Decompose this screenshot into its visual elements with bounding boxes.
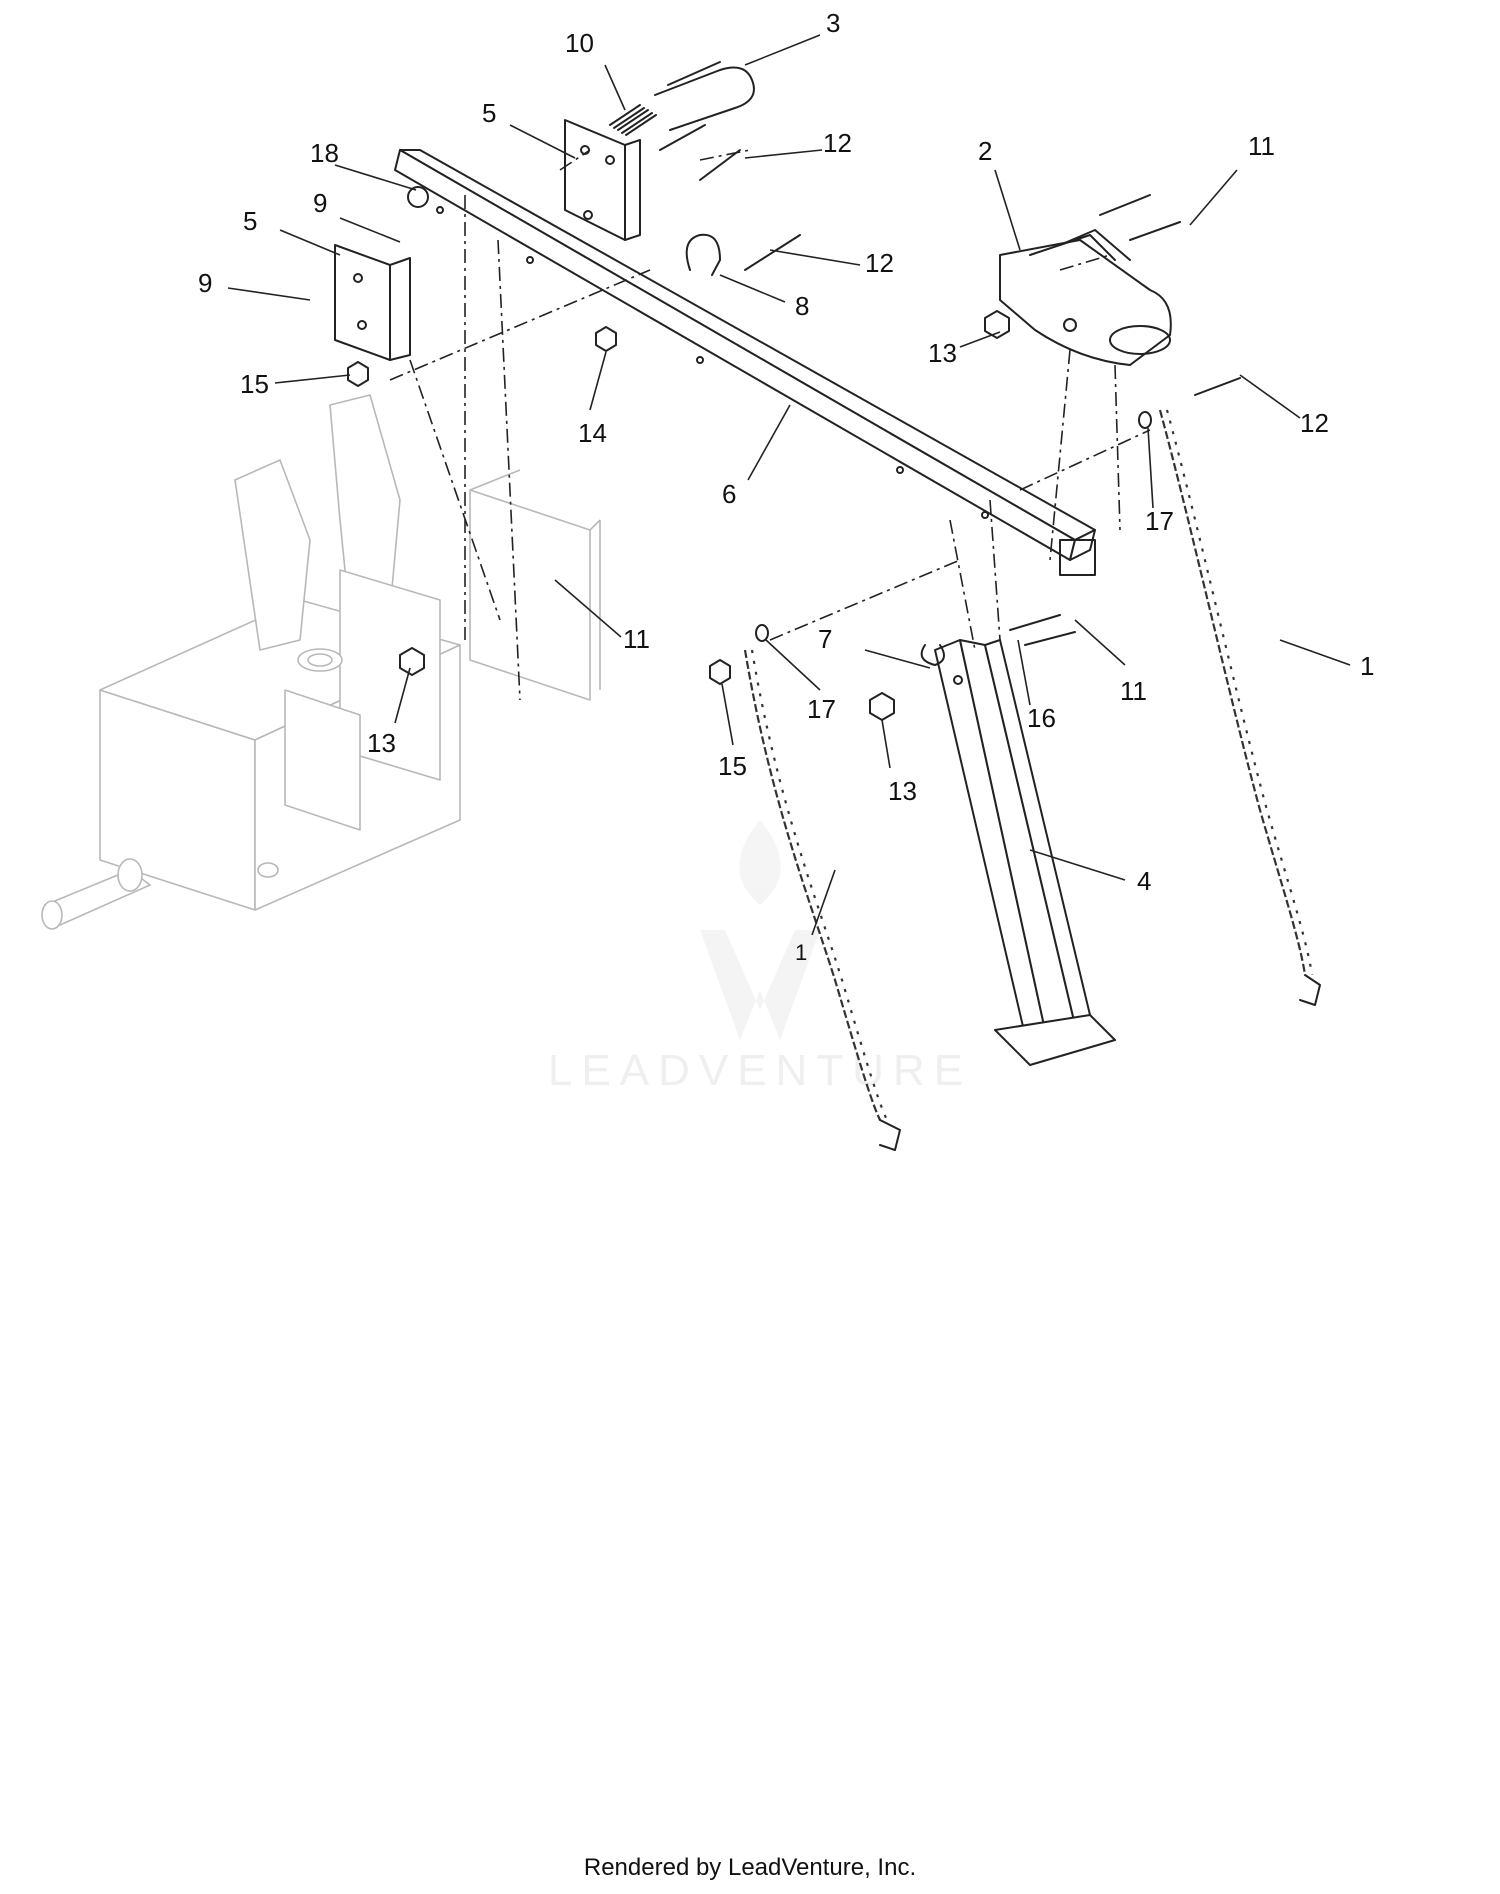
callout-10: 10: [565, 28, 594, 58]
watermark-text: LEADVENTURE: [548, 1046, 972, 1095]
mounting-plate-upper: [564, 119, 641, 241]
callout-8: 8: [795, 291, 809, 321]
callout-15-left: 15: [240, 369, 269, 399]
bolt-stand: [1009, 614, 1076, 646]
callout-4: 4: [1137, 866, 1151, 896]
callout-6: 6: [722, 479, 736, 509]
nut-13-stand: [869, 692, 895, 721]
callout-13-stand: 13: [888, 776, 917, 806]
watermark-logo: LEADVENTURE: [548, 820, 972, 1095]
hitch-pin: [920, 644, 945, 666]
u-bolt: [654, 61, 755, 131]
footer-credit: Rendered by LeadVenture, Inc.: [584, 1854, 916, 1881]
callout-1-left: 1: [795, 940, 807, 965]
callout-16: 16: [1027, 703, 1056, 733]
nut-13-left: [399, 647, 425, 676]
washer-18: [407, 186, 429, 208]
hitch-bar: [394, 149, 1096, 576]
bolt-coupler: [1099, 194, 1181, 241]
callout-18: 18: [310, 138, 339, 168]
hitch-coupler: [999, 229, 1172, 366]
callout-11-top: 11: [1248, 131, 1275, 161]
nut-13-right: [984, 310, 1010, 339]
spring-part: [609, 104, 657, 136]
washer-17-left: [755, 624, 769, 642]
callout-17-left: 17: [807, 694, 836, 724]
safety-chain-right: [1158, 409, 1321, 1006]
callout-2: 2: [978, 136, 992, 166]
jack-stand: [934, 639, 1116, 1066]
callout-3: 3: [826, 8, 840, 38]
callout-9-left: 9: [198, 268, 212, 298]
tractor-frame-reference: [41, 394, 601, 930]
callout-5-upper: 5: [482, 98, 496, 128]
nut-15-left: [347, 361, 369, 387]
callout-13-left: 13: [367, 728, 396, 758]
cable-clamp: [685, 233, 801, 276]
safety-chain-left: [743, 649, 901, 1151]
callout-11-mid: 11: [623, 624, 650, 654]
assembly-lines: [389, 149, 1151, 701]
nut-15-chain: [709, 659, 731, 685]
callout-17-right: 17: [1145, 506, 1174, 536]
callout-labels: 1 1 2 3 4 5 5 6 7 8 9 9 10 11 11 11 12 1…: [198, 8, 1374, 965]
callout-15-chain: 15: [718, 751, 747, 781]
washer-17-right: [1138, 411, 1152, 429]
callout-12-mid: 12: [865, 248, 894, 278]
callout-14: 14: [578, 418, 607, 448]
bolt-upper-plate: [659, 124, 741, 181]
callout-13-right: 13: [928, 338, 957, 368]
nut-14: [595, 326, 617, 352]
callout-12-right: 12: [1300, 408, 1329, 438]
callout-12-upper: 12: [823, 128, 852, 158]
leader-lines: [227, 34, 1351, 936]
callout-5-left: 5: [243, 206, 257, 236]
callout-11-stand: 11: [1120, 676, 1147, 706]
mounting-plate-left: [334, 244, 411, 361]
bolt-right: [1194, 377, 1241, 396]
callout-9-upper: 9: [313, 188, 327, 218]
callout-1-right: 1: [1360, 651, 1374, 681]
callout-7: 7: [818, 624, 832, 654]
